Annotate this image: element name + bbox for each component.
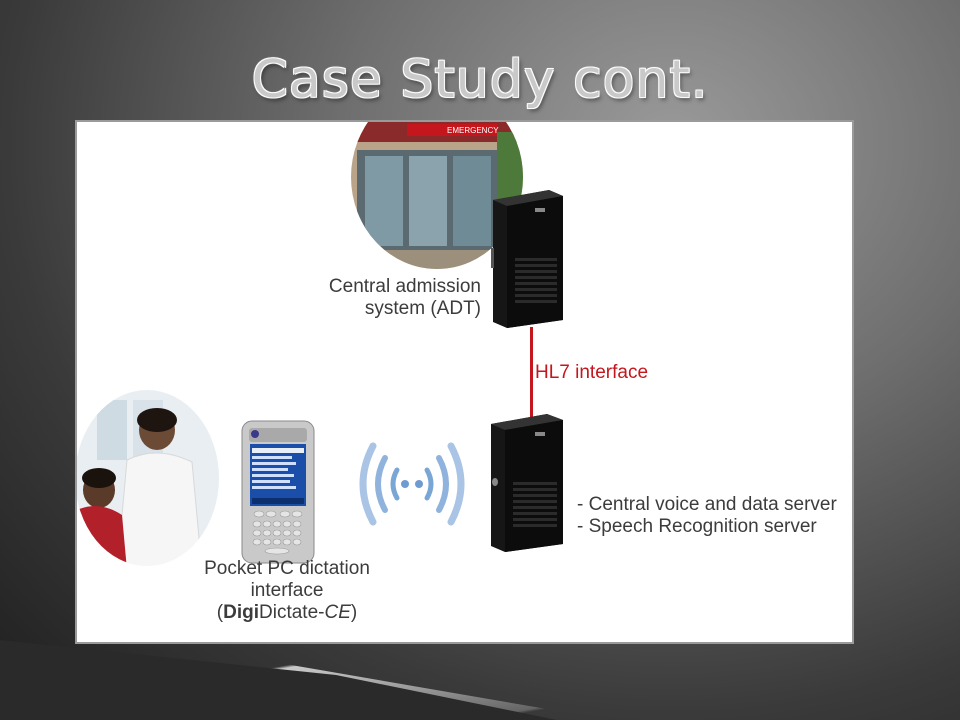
pda-label: Pocket PC dictation interface (DigiDicta…	[187, 558, 387, 624]
server-label-line1: - Central voice and data server	[577, 494, 837, 515]
server-label: - Central voice and data server - Speech…	[577, 494, 837, 538]
adt-label-line1: Central admission	[328, 276, 481, 297]
system-diagram: EMERGENCY Central admission system (ADT)…	[75, 120, 854, 644]
voice-data-server-icon	[491, 414, 563, 552]
pda-label-line1: Pocket PC dictation	[204, 558, 370, 579]
hl7-interface-label: HL7 interface	[535, 362, 649, 383]
adt-server-icon	[491, 190, 563, 328]
adt-label: Central admission system (ADT)	[321, 276, 481, 320]
pda-label-bold: Digi	[223, 602, 259, 623]
hl7-connection-line	[530, 327, 533, 417]
pda-label-line3: (DigiDictate-CE)	[216, 602, 358, 623]
pda-label-italic: CE	[324, 602, 351, 623]
doctor-patient-image	[77, 390, 219, 566]
adt-label-line2: system (ADT)	[364, 298, 481, 319]
emergency-sign-text: EMERGENCY	[447, 126, 499, 135]
server-label-line2: - Speech Recognition server	[577, 516, 817, 537]
pocket-pc-device-icon	[241, 420, 315, 564]
slide-title: Case Study cont.	[251, 50, 709, 110]
wireless-signal-icon	[359, 442, 465, 526]
pda-label-line2: interface	[250, 580, 324, 601]
pda-label-normal: Dictate-	[259, 602, 325, 623]
